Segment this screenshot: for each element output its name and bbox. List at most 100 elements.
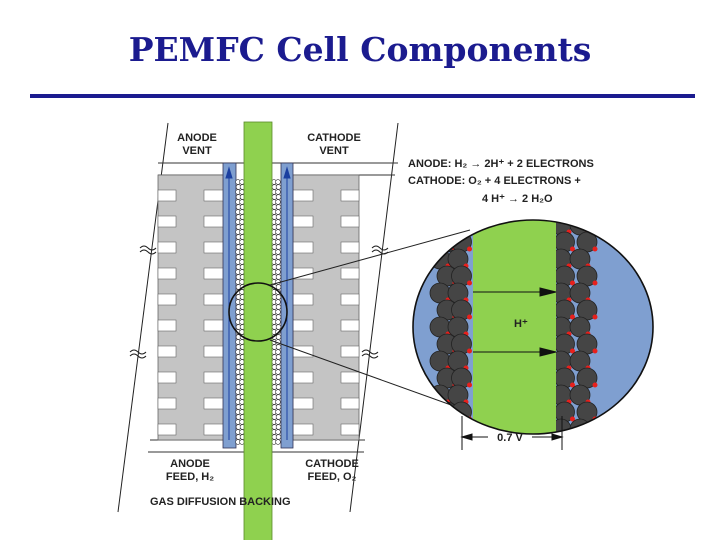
catalyst-bead xyxy=(275,404,282,410)
catalyst-bead xyxy=(275,384,282,390)
catalyst-bead xyxy=(275,254,282,260)
catalyst-bead xyxy=(275,439,281,445)
flow-channel xyxy=(157,241,177,254)
catalyst-bead xyxy=(275,204,282,210)
catalyst-site xyxy=(467,246,472,252)
catalyst-site xyxy=(467,314,472,320)
flow-channel xyxy=(157,215,177,228)
catalyst-bead xyxy=(275,259,281,265)
cathode-feed-label-1: CATHODE xyxy=(305,458,359,470)
catalyst-bead xyxy=(275,369,281,375)
catalyst-bead xyxy=(275,349,281,355)
catalyst-particle xyxy=(447,220,469,236)
catalyst-bead xyxy=(275,274,282,280)
flow-channel xyxy=(340,215,360,228)
flow-channel xyxy=(203,345,225,358)
flow-channel xyxy=(340,345,360,358)
flow-channel xyxy=(203,319,225,332)
catalyst-site xyxy=(570,382,575,388)
catalyst-site xyxy=(445,229,451,235)
zoom-circle xyxy=(412,219,654,435)
flow-channel xyxy=(292,241,314,254)
flow-channel xyxy=(292,371,314,384)
catalyst-bead xyxy=(275,179,281,185)
catalyst-particle xyxy=(429,418,451,434)
anode-reaction: ANODE: H₂ → 2H⁺ + 2 ELECTRONS xyxy=(408,158,594,170)
catalyst-bead xyxy=(275,299,281,305)
catalyst-site xyxy=(592,348,598,354)
catalyst-site xyxy=(570,280,575,286)
catalyst-site xyxy=(570,314,575,320)
catalyst-bead xyxy=(275,409,281,415)
flow-channel xyxy=(203,397,225,410)
catalyst-site xyxy=(592,314,598,320)
catalyst-site xyxy=(452,416,458,422)
flow-channel xyxy=(203,215,225,228)
catalyst-bead xyxy=(275,284,282,290)
catalyst-bead xyxy=(275,394,282,400)
flow-channel xyxy=(203,293,225,306)
catalyst-bead xyxy=(275,184,282,190)
catalyst-bead xyxy=(275,199,281,205)
flow-field-plates xyxy=(157,174,360,441)
flow-channel xyxy=(340,241,360,254)
flow-channel xyxy=(157,293,177,306)
flow-channel xyxy=(203,267,225,280)
cathode-reaction-line1: CATHODE: O₂ + 4 ELECTRONS + xyxy=(408,175,581,187)
catalyst-bead xyxy=(275,419,281,425)
catalyst-bead xyxy=(275,324,282,330)
catalyst-bead xyxy=(275,414,282,420)
flow-channel xyxy=(292,319,314,332)
flow-channel xyxy=(340,293,360,306)
gas-diffusion-backing-label: GAS DIFFUSION BACKING xyxy=(150,496,291,508)
catalyst-bead xyxy=(275,334,282,340)
catalyst-bead xyxy=(275,194,282,200)
flow-channel xyxy=(340,319,360,332)
catalyst-bead xyxy=(275,354,282,360)
flow-channel xyxy=(157,397,177,410)
cathode-reaction-line2: 4 H⁺ → 2 H₂O xyxy=(482,193,553,205)
cathode-vent-label-2: VENT xyxy=(319,145,349,157)
catalyst-site xyxy=(585,433,591,434)
catalyst-particle xyxy=(429,220,451,236)
anode-vent-label-2: VENT xyxy=(182,145,212,157)
catalyst-bead xyxy=(275,239,281,245)
catalyst-bead xyxy=(275,309,281,315)
catalyst-bead xyxy=(275,224,282,230)
zoom-line-top xyxy=(269,229,471,286)
catalyst-bead xyxy=(275,249,281,255)
catalyst-site xyxy=(570,348,575,354)
break-mark-icon xyxy=(129,245,389,359)
catalyst-bead xyxy=(275,344,282,350)
catalyst-bead xyxy=(275,214,282,220)
slide-title: PEMFC Cell Components xyxy=(128,30,592,69)
flow-channel xyxy=(203,423,225,436)
flow-channel xyxy=(292,189,314,202)
flow-channel xyxy=(203,371,225,384)
flow-channel xyxy=(340,189,360,202)
proton-arrow-icon xyxy=(473,287,557,357)
proton-label: H⁺ xyxy=(514,318,528,330)
catalyst-site xyxy=(566,433,572,434)
voltage-label: 0.7 V xyxy=(497,432,523,444)
catalyst-layers xyxy=(235,179,282,445)
catalyst-site xyxy=(570,246,575,252)
flow-channel xyxy=(157,371,177,384)
catalyst-site xyxy=(592,280,598,286)
catalyst-bead xyxy=(275,304,282,310)
flow-channel xyxy=(203,241,225,254)
catalyst-site xyxy=(445,433,451,434)
catalyst-bead xyxy=(275,229,281,235)
flow-channel xyxy=(203,189,225,202)
anode-vent-label-1: ANODE xyxy=(177,132,217,144)
cathode-vent-label-1: CATHODE xyxy=(307,132,361,144)
catalyst-site xyxy=(570,416,575,422)
catalyst-bead xyxy=(275,374,282,380)
catalyst-bead xyxy=(275,244,282,250)
catalyst-bead xyxy=(275,364,282,370)
catalyst-site xyxy=(592,246,598,252)
catalyst-bead xyxy=(275,379,281,385)
flow-channel xyxy=(292,397,314,410)
catalyst-bead xyxy=(275,209,281,215)
